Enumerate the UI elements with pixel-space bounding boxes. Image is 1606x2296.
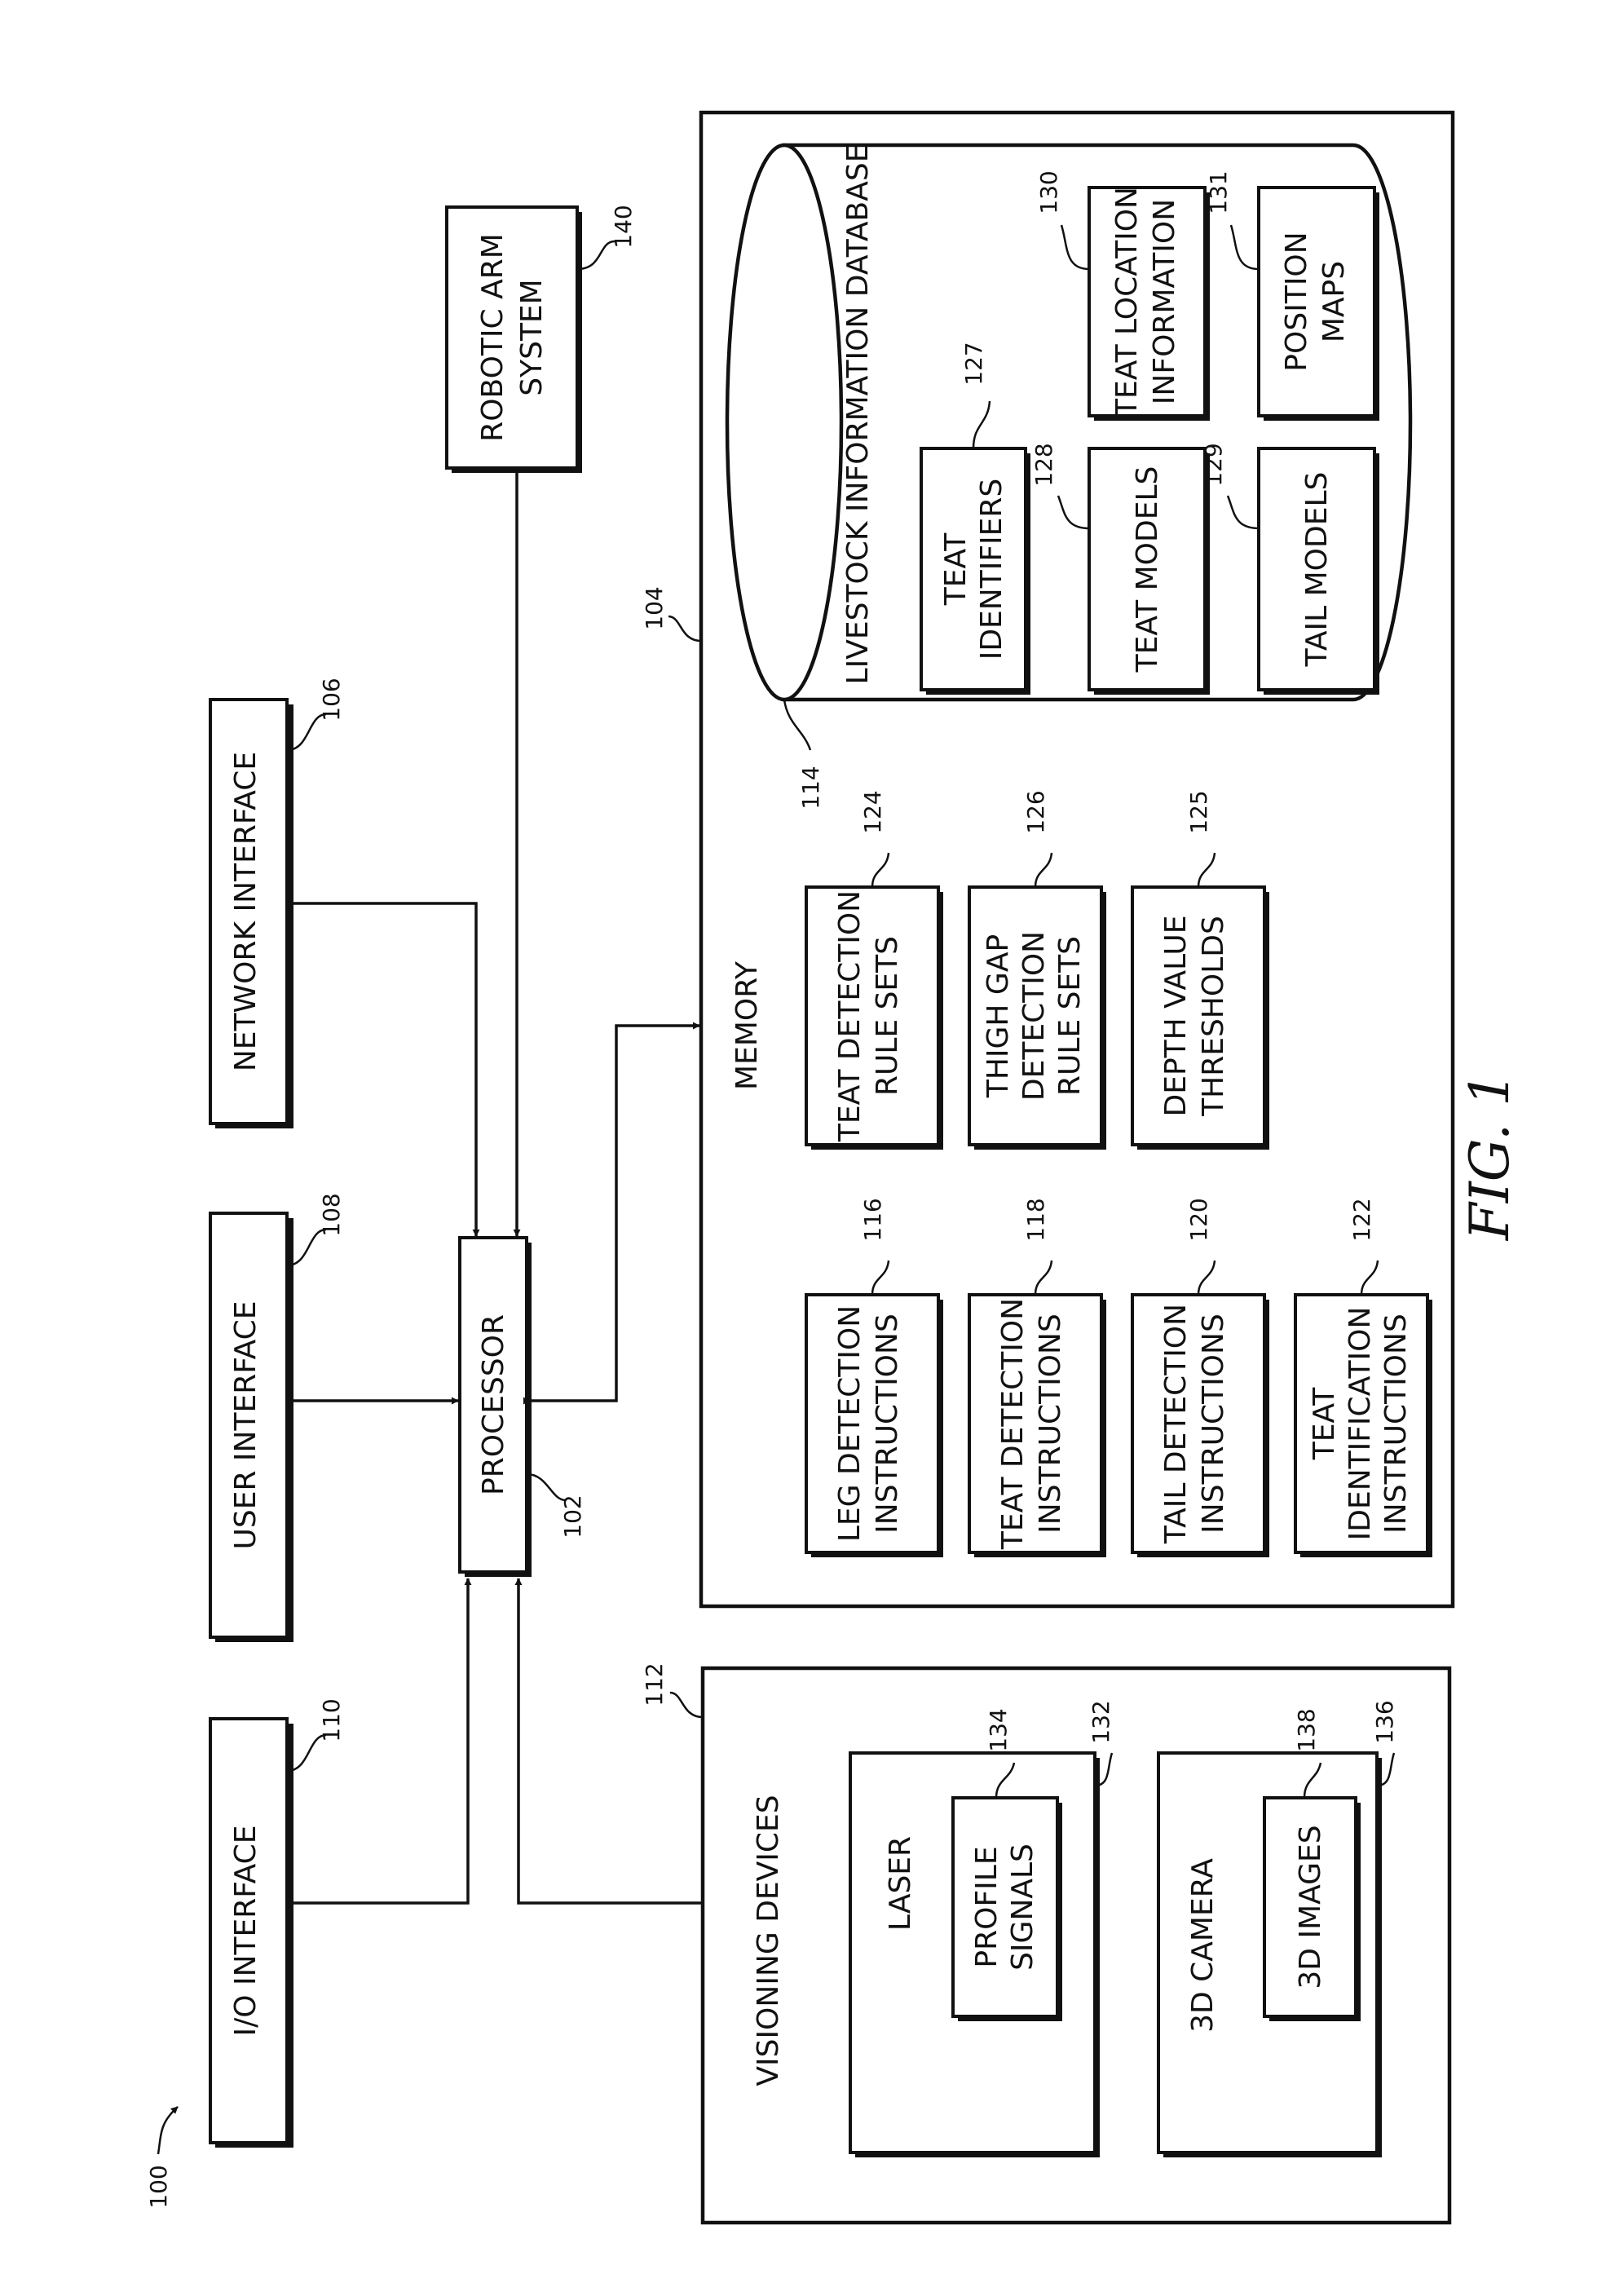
thigh-gap-line2: DETECTION (1017, 931, 1051, 1101)
teat-detection-line2: INSTRUCTIONS (1034, 1314, 1067, 1534)
position-maps-line1: POSITION (1280, 232, 1313, 371)
teat-identifiers-line2: IDENTIFIERS (975, 479, 1008, 660)
teat-rule-sets-line1: TEAT DETECTION (833, 890, 867, 1142)
ref-126: 126 (1022, 790, 1049, 833)
teat-identification-instructions-block: TEAT IDENTIFICATION INSTRUCTIONS (1295, 1295, 1432, 1557)
network-interface-label: NETWORK INTERFACE (229, 752, 263, 1071)
depth-value-line2: THRESHOLDS (1197, 916, 1230, 1117)
tail-detection-instructions-block: TAIL DETECTION INSTRUCTIONS (1132, 1295, 1269, 1557)
teat-identifiers-block: TEAT IDENTIFIERS (921, 448, 1030, 695)
ref-128: 128 (1030, 443, 1057, 486)
robotic-arm-label-line2: SYSTEM (515, 279, 549, 396)
ref-110: 110 (318, 1698, 345, 1742)
user-interface-block: USER INTERFACE (210, 1213, 293, 1642)
leg-detection-line2: INSTRUCTIONS (871, 1314, 904, 1534)
ref-132: 132 (1088, 1700, 1114, 1743)
visioning-devices-title: VISIONING DEVICES (752, 1795, 785, 2086)
ref-136: 136 (1371, 1700, 1398, 1743)
ref-116: 116 (859, 1198, 886, 1241)
processor-label: PROCESSOR (477, 1314, 510, 1495)
network-interface-block: NETWORK INTERFACE (210, 700, 293, 1128)
ref-129: 129 (1200, 443, 1227, 486)
ref-130: 130 (1035, 170, 1062, 214)
position-maps-block: POSITION MAPS (1259, 188, 1379, 421)
user-interface-label: USER INTERFACE (229, 1301, 263, 1550)
robotic-arm-block: ROBOTIC ARM SYSTEM (447, 207, 582, 473)
figure-label: FIG. 1 (1458, 1072, 1521, 1241)
robotic-arm-label-line1: ROBOTIC ARM (476, 233, 510, 442)
ref-112: 112 (641, 1662, 668, 1706)
position-maps-line2: MAPS (1317, 261, 1351, 342)
ref-108: 108 (318, 1193, 345, 1236)
ref-104: 104 (641, 586, 668, 629)
tail-detection-line1: TAIL DETECTION (1159, 1304, 1193, 1544)
ref-124: 124 (859, 790, 886, 833)
io-interface-block: I/O INTERFACE (210, 1719, 293, 2148)
teat-identifiers-line1: TEAT (939, 532, 973, 607)
connection-lines (292, 473, 701, 1903)
visioning-devices-container: VISIONING DEVICES LASER PROFILE SIGNALS … (703, 1668, 1449, 2223)
3d-images-label: 3D IMAGES (1294, 1825, 1327, 1989)
processor-block: PROCESSOR (460, 1238, 532, 1577)
profile-signals-line2: SIGNALS (1006, 1843, 1039, 1971)
teat-detection-rule-sets-block: TEAT DETECTION RULE SETS (806, 887, 943, 1150)
database-title: LIVESTOCK INFORMATION DATABASE (841, 144, 875, 685)
ref-140: 140 (610, 205, 637, 248)
laser-label: LASER (884, 1836, 917, 1931)
ref-118: 118 (1022, 1198, 1049, 1241)
ref-138: 138 (1293, 1708, 1320, 1751)
profile-signals-line1: PROFILE (970, 1846, 1004, 1967)
ref-120: 120 (1185, 1198, 1212, 1241)
3d-camera-block: 3D CAMERA 3D IMAGES (1158, 1753, 1382, 2157)
teat-rule-sets-line2: RULE SETS (871, 936, 904, 1096)
teat-models-block: TEAT MODELS (1089, 448, 1210, 695)
teat-models-label: TEAT MODELS (1131, 466, 1164, 673)
3d-camera-label: 3D CAMERA (1186, 1858, 1220, 2033)
leg-detection-line1: LEG DETECTION (833, 1305, 867, 1542)
io-interface-label: I/O INTERFACE (229, 1825, 263, 2036)
ref-134: 134 (985, 1708, 1012, 1751)
thigh-gap-line3: RULE SETS (1053, 936, 1087, 1096)
tail-models-block: TAIL MODELS (1259, 448, 1379, 695)
thigh-gap-line1: THIGH GAP (982, 934, 1015, 1098)
teat-detection-instructions-block: TEAT DETECTION INSTRUCTIONS (969, 1295, 1106, 1557)
teat-identification-line2: IDENTIFICATION (1343, 1307, 1377, 1541)
teat-detection-line1: TEAT DETECTION (996, 1298, 1030, 1550)
teat-location-information-block: TEAT LOCATION INFORMATION (1089, 187, 1210, 421)
teat-location-line1: TEAT LOCATION (1110, 187, 1144, 417)
ref-102: 102 (559, 1495, 586, 1538)
ref-127: 127 (960, 342, 987, 385)
tail-detection-line2: INSTRUCTIONS (1197, 1314, 1230, 1534)
ref-106: 106 (318, 678, 345, 721)
teat-location-line2: INFORMATION (1148, 199, 1181, 404)
depth-value-thresholds-block: DEPTH VALUE THRESHOLDS (1132, 887, 1269, 1150)
ref-125: 125 (1185, 790, 1212, 833)
memory-title: MEMORY (730, 960, 764, 1090)
tail-models-label: TAIL MODELS (1300, 472, 1334, 668)
memory-container: MEMORY LEG DETECTION INSTRUCTIONS TEAT D… (701, 113, 1453, 1606)
thigh-gap-rule-sets-block: THIGH GAP DETECTION RULE SETS (969, 887, 1106, 1150)
teat-identification-line1: TEAT (1308, 1387, 1341, 1461)
livestock-database-cylinder: LIVESTOCK INFORMATION DATABASE TEAT IDEN… (727, 144, 1410, 700)
depth-value-line1: DEPTH VALUE (1159, 916, 1193, 1117)
ref-122: 122 (1348, 1198, 1375, 1241)
ref-100: 100 (145, 2165, 172, 2208)
ref-114: 114 (797, 766, 824, 809)
laser-block: LASER PROFILE SIGNALS (850, 1753, 1100, 2157)
leg-detection-instructions-block: LEG DETECTION INSTRUCTIONS (806, 1295, 943, 1557)
teat-identification-line3: INSTRUCTIONS (1379, 1314, 1413, 1534)
ref-131: 131 (1205, 170, 1232, 214)
